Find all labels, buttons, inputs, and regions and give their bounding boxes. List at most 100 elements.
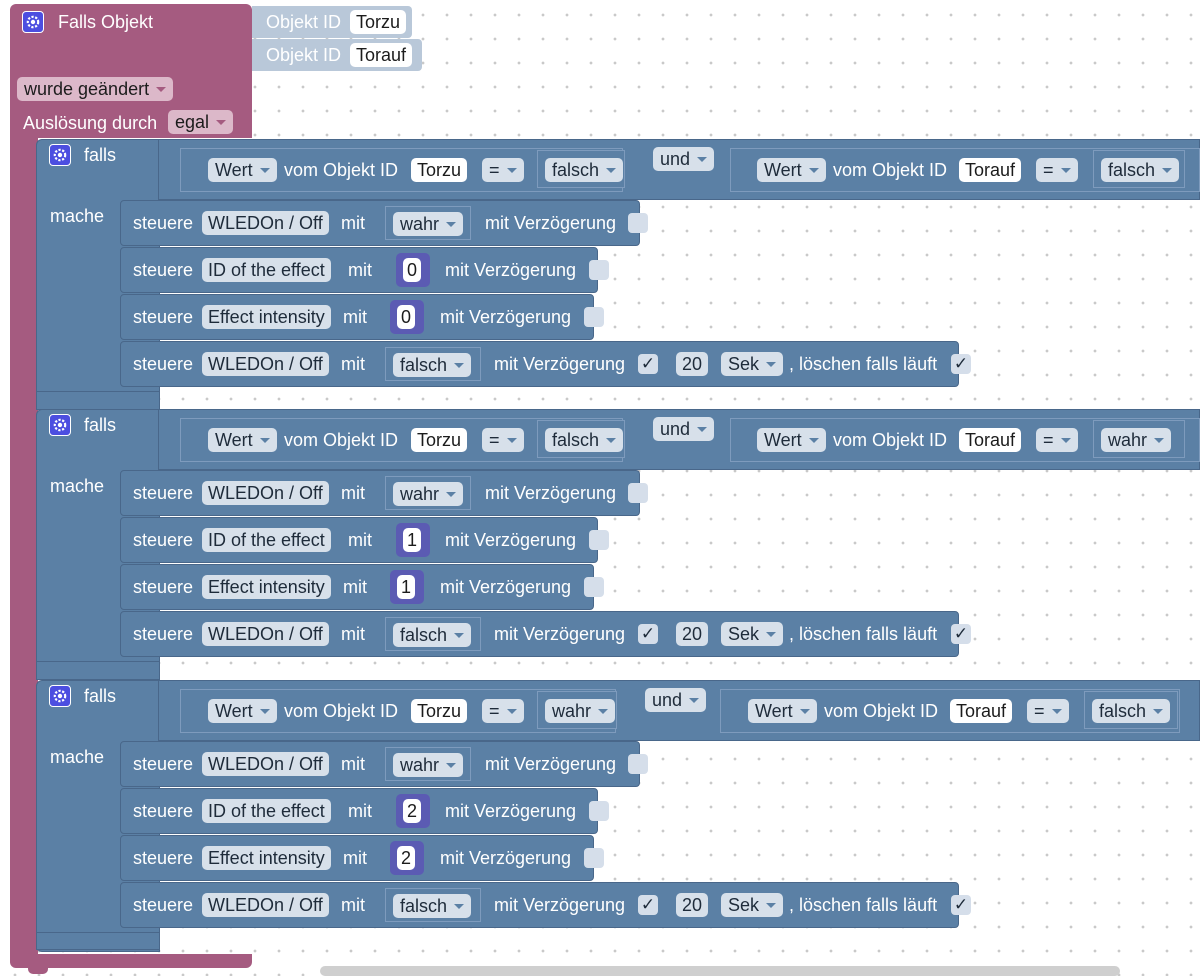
clear-running-checkbox[interactable]: ✓	[951, 354, 971, 374]
number-field[interactable]: 2	[397, 846, 416, 870]
settings-gear-icon[interactable]	[49, 144, 71, 166]
delay-checkbox[interactable]	[589, 530, 609, 550]
target-object-field[interactable]: WLEDOn / Off	[202, 622, 329, 646]
boolean-dropdown[interactable]: wahr	[1101, 428, 1172, 452]
value-dropdown[interactable]: Wert	[757, 158, 826, 182]
value-dropdown[interactable]: Wert	[748, 699, 817, 723]
time-unit-dropdown[interactable]: Sek	[721, 893, 784, 917]
trigger-source-dropdown[interactable]: egal	[168, 110, 234, 134]
boolean-dropdown[interactable]: falsch	[393, 894, 472, 918]
number-field[interactable]: 1	[403, 528, 422, 552]
object-id-field[interactable]: Torzu	[411, 699, 468, 723]
and-dropdown[interactable]: und	[653, 417, 715, 441]
target-object-field[interactable]: WLEDOn / Off	[202, 893, 329, 917]
boolean-dropdown[interactable]: wahr	[393, 482, 464, 506]
number-field[interactable]: 0	[403, 258, 422, 282]
target-object-field[interactable]: ID of the effect	[202, 799, 331, 823]
control-block[interactable]	[120, 835, 594, 881]
boolean-dropdown[interactable]: falsch	[393, 353, 472, 377]
delay-checkbox[interactable]	[589, 260, 609, 280]
settings-gear-icon[interactable]	[22, 11, 44, 33]
value-dropdown[interactable]: Wert	[208, 699, 277, 723]
dropdown-arrow-icon	[259, 168, 270, 173]
target-object-field[interactable]: WLEDOn / Off	[202, 211, 329, 235]
number-block[interactable]: 2	[390, 841, 424, 875]
delay-checkbox[interactable]: ✓	[638, 624, 658, 644]
clear-running-checkbox[interactable]: ✓	[951, 895, 971, 915]
value-dropdown[interactable]: Wert	[208, 158, 277, 182]
boolean-dropdown[interactable]: falsch	[1101, 158, 1180, 182]
delay-checkbox[interactable]: ✓	[638, 354, 658, 374]
operator-dropdown[interactable]: =	[482, 699, 524, 723]
control-block[interactable]	[120, 517, 598, 563]
value-dropdown[interactable]: Wert	[208, 428, 277, 452]
number-block[interactable]: 0	[390, 300, 424, 334]
object-id-field[interactable]: Torauf	[959, 428, 1022, 452]
time-unit-dropdown[interactable]: Sek	[721, 352, 784, 376]
with-delay-label: mit Verzögerung	[485, 754, 617, 774]
boolean-dropdown[interactable]: wahr	[393, 753, 464, 777]
delay-checkbox[interactable]	[584, 307, 604, 327]
and-dropdown[interactable]: und	[645, 688, 707, 712]
boolean-dropdown[interactable]: wahr	[545, 699, 616, 723]
operator-dropdown[interactable]: =	[1036, 428, 1078, 452]
boolean-dropdown[interactable]: falsch	[545, 158, 624, 182]
and-dropdown[interactable]: und	[653, 147, 715, 171]
delay-checkbox[interactable]: ✓	[638, 895, 658, 915]
delay-checkbox[interactable]	[628, 754, 648, 774]
operator-dropdown[interactable]: =	[1036, 158, 1078, 182]
number-field[interactable]: 1	[397, 575, 416, 599]
horizontal-scrollbar[interactable]	[320, 966, 1120, 976]
boolean-dropdown[interactable]: falsch	[545, 428, 624, 452]
number-block[interactable]: 2	[396, 794, 430, 828]
settings-gear-icon[interactable]	[49, 414, 71, 436]
object-id-label: Objekt ID	[266, 45, 342, 65]
time-unit-dropdown[interactable]: Sek	[721, 622, 784, 646]
object-id-field-2[interactable]: Torauf	[350, 43, 413, 67]
control-block[interactable]	[120, 294, 594, 340]
delay-seconds-field[interactable]: 20	[676, 893, 709, 917]
delay-checkbox[interactable]	[589, 801, 609, 821]
boolean-dropdown[interactable]: falsch	[393, 623, 472, 647]
delay-checkbox[interactable]	[584, 848, 604, 868]
control-block[interactable]	[120, 788, 598, 834]
control-block[interactable]	[120, 247, 598, 293]
change-mode-dropdown[interactable]: wurde geändert	[17, 77, 174, 101]
target-object-field[interactable]: Effect intensity	[202, 305, 331, 329]
operator-dropdown-value: =	[1034, 701, 1045, 721]
target-object-field[interactable]: WLEDOn / Off	[202, 752, 329, 776]
control-label: steuere	[133, 895, 194, 915]
delay-checkbox[interactable]	[628, 213, 648, 233]
number-field[interactable]: 0	[397, 305, 416, 329]
boolean-dropdown-value: falsch	[1108, 160, 1156, 180]
number-block[interactable]: 0	[396, 253, 430, 287]
clear-running-checkbox[interactable]: ✓	[951, 624, 971, 644]
and-dropdown-value: und	[660, 149, 691, 169]
delay-checkbox[interactable]	[628, 483, 648, 503]
delay-checkbox[interactable]	[584, 577, 604, 597]
operator-dropdown[interactable]: =	[482, 158, 524, 182]
number-field[interactable]: 2	[403, 799, 422, 823]
control-block[interactable]	[120, 564, 594, 610]
target-object-field[interactable]: ID of the effect	[202, 258, 331, 282]
object-id-field[interactable]: Torzu	[411, 158, 468, 182]
object-id-field-1[interactable]: Torzu	[350, 10, 407, 34]
object-id-field[interactable]: Torzu	[411, 428, 468, 452]
target-object-field[interactable]: Effect intensity	[202, 575, 331, 599]
number-block[interactable]: 1	[396, 523, 430, 557]
delay-seconds-field[interactable]: 20	[676, 352, 709, 376]
target-object-field[interactable]: WLEDOn / Off	[202, 481, 329, 505]
object-id-field[interactable]: Torauf	[959, 158, 1022, 182]
target-object-field[interactable]: ID of the effect	[202, 528, 331, 552]
target-object-field[interactable]: WLEDOn / Off	[202, 352, 329, 376]
settings-gear-icon[interactable]	[49, 685, 71, 707]
boolean-dropdown[interactable]: wahr	[393, 212, 464, 236]
delay-seconds-field[interactable]: 20	[676, 622, 709, 646]
operator-dropdown[interactable]: =	[482, 428, 524, 452]
value-dropdown[interactable]: Wert	[757, 428, 826, 452]
boolean-dropdown[interactable]: falsch	[1092, 699, 1171, 723]
operator-dropdown[interactable]: =	[1027, 699, 1069, 723]
target-object-field[interactable]: Effect intensity	[202, 846, 331, 870]
number-block[interactable]: 1	[390, 570, 424, 604]
object-id-field[interactable]: Torauf	[950, 699, 1013, 723]
